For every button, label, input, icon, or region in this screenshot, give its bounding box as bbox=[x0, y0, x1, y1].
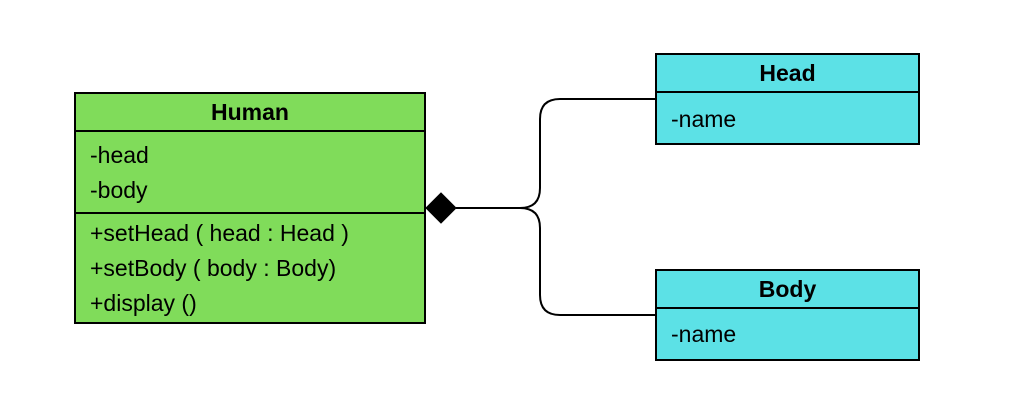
class-head[interactable]: Head -name bbox=[655, 53, 920, 145]
composition-diamond-icon bbox=[425, 192, 457, 224]
class-human[interactable]: Human -head -body +setHead ( head : Head… bbox=[74, 92, 426, 324]
class-human-name: Human bbox=[76, 94, 424, 132]
class-head-name: Head bbox=[657, 55, 918, 93]
operation-row: +display () bbox=[90, 290, 197, 316]
composition-line-head bbox=[456, 98, 655, 209]
operation-row: +setBody ( body : Body) bbox=[90, 255, 337, 281]
composition-line-body bbox=[456, 207, 655, 316]
class-body[interactable]: Body -name bbox=[655, 269, 920, 361]
attribute-row: -body bbox=[90, 177, 148, 203]
class-head-attributes: -name bbox=[657, 93, 918, 137]
attribute-row: -name bbox=[671, 321, 737, 347]
class-body-name: Body bbox=[657, 271, 918, 309]
class-human-attributes: -head -body bbox=[76, 132, 424, 214]
attribute-row: -head bbox=[90, 142, 149, 168]
class-human-operations: +setHead ( head : Head ) +setBody ( body… bbox=[76, 214, 424, 321]
class-body-attributes: -name bbox=[657, 309, 918, 352]
operation-row: +setHead ( head : Head ) bbox=[90, 220, 349, 246]
attribute-row: -name bbox=[671, 106, 737, 132]
